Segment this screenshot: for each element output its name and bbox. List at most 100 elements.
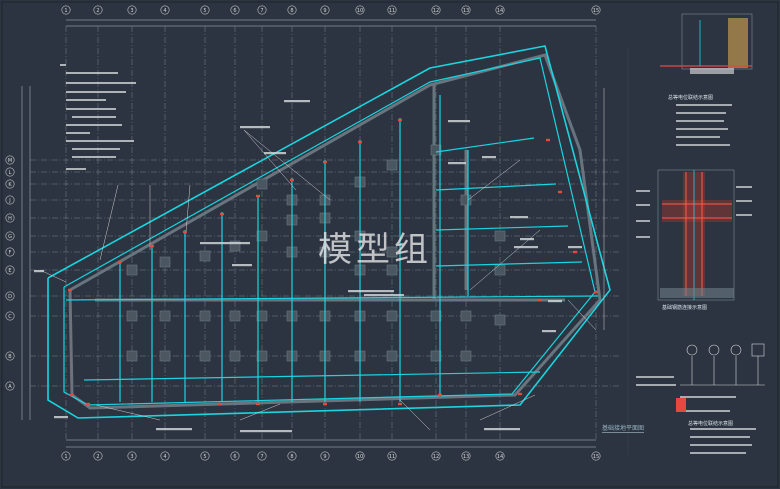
grid-label: 14	[497, 8, 503, 14]
detail-title-1: 总等电位联结示意图	[668, 95, 714, 101]
grid-label: 12	[433, 454, 439, 460]
structural-columns	[126, 144, 506, 362]
grid-label: B	[8, 354, 12, 360]
annotation-text	[510, 216, 528, 219]
detail-note-line	[690, 444, 752, 446]
grounding-conductors	[65, 95, 599, 402]
annotation-text	[54, 416, 68, 419]
note-line	[66, 132, 90, 134]
grid-bubble	[461, 451, 471, 461]
grid-bubble	[355, 5, 365, 15]
annotation-text	[264, 152, 286, 155]
annotation-text	[448, 120, 470, 123]
grid-label: 3	[130, 454, 133, 460]
grid-bubble	[5, 213, 15, 223]
grid-label: 5	[203, 8, 206, 14]
note-line	[72, 156, 116, 158]
grid-bubble	[387, 5, 397, 15]
grid-bubble	[5, 247, 15, 257]
note-line	[72, 116, 116, 118]
column	[126, 310, 138, 322]
column	[460, 310, 472, 322]
drawing-title: 基础接地平面图	[602, 425, 645, 433]
grid-label: 2	[96, 454, 99, 460]
annotation-text-bars	[34, 100, 582, 433]
column	[256, 178, 268, 190]
column	[126, 264, 138, 276]
grid-label: 15	[593, 454, 599, 460]
annotation-text	[284, 100, 310, 103]
column	[126, 350, 138, 362]
leader-lines	[39, 88, 605, 431]
grid-label: 4	[163, 454, 166, 460]
detail-note-line	[676, 120, 724, 122]
annotation-text	[548, 300, 562, 303]
grid-bubble	[5, 311, 15, 321]
grid-bubble	[5, 351, 15, 361]
grid-bubble	[495, 5, 505, 15]
grid-bubble	[5, 291, 15, 301]
test-point-marker	[70, 393, 74, 397]
test-point-marker	[538, 298, 542, 302]
test-point-marker	[594, 290, 598, 294]
grid-label: 8	[290, 454, 293, 460]
column	[460, 194, 472, 206]
test-point-marker	[86, 402, 90, 406]
note-line	[66, 99, 106, 101]
detail-note-line	[676, 136, 720, 138]
grid-bubble	[591, 451, 601, 461]
grid-bubble	[230, 451, 240, 461]
detail-note-line	[636, 204, 650, 206]
detail-panel	[627, 13, 765, 455]
column	[159, 310, 171, 322]
grid-bubble	[461, 5, 471, 15]
test-point-marker	[218, 402, 222, 406]
grid-label: 1	[64, 8, 67, 14]
column	[229, 350, 241, 362]
grid-label: E	[8, 268, 11, 274]
grid-label: L	[9, 170, 12, 176]
left-dimension-lines	[21, 86, 31, 420]
detail-note-line	[690, 428, 756, 430]
grid-bubble	[591, 5, 601, 15]
test-point-markers	[68, 118, 598, 406]
note-line	[66, 82, 136, 84]
foundation-rebar-detail	[657, 169, 735, 301]
grid-bubble	[93, 5, 103, 15]
grid-label: J	[8, 198, 10, 204]
detail-note-line	[636, 376, 674, 378]
grid-bubble	[257, 451, 267, 461]
detail-note-line	[680, 410, 730, 412]
grid-label: G	[8, 234, 12, 240]
grid-bubble	[200, 451, 210, 461]
detail-note-line	[676, 112, 726, 114]
test-point-marker	[183, 230, 187, 234]
test-point-marker	[220, 212, 224, 216]
detail-note-line	[680, 396, 736, 398]
detail-note-line	[636, 220, 650, 222]
test-point-marker	[118, 260, 122, 264]
detail-note-line	[636, 190, 650, 192]
annotation-text	[348, 290, 394, 293]
grid-bubble	[127, 451, 137, 461]
detail-note-line	[636, 384, 676, 386]
grid-label: 3	[130, 8, 133, 14]
grid-label: 7	[260, 454, 263, 460]
note-line	[66, 91, 126, 93]
grid-label: F	[9, 250, 12, 256]
grid-bubble	[5, 381, 15, 391]
grid-bubble	[5, 179, 15, 189]
test-point-marker	[256, 194, 260, 198]
column	[199, 250, 211, 262]
detail-note-line	[736, 200, 752, 202]
design-notes-block	[60, 64, 756, 454]
grid-label: 5	[203, 454, 206, 460]
equipotential-symbols	[680, 343, 765, 386]
column	[256, 350, 268, 362]
grid-label: H	[8, 216, 12, 222]
test-point-marker	[358, 140, 362, 144]
grid-bubble	[160, 5, 170, 15]
note-line	[66, 168, 86, 170]
